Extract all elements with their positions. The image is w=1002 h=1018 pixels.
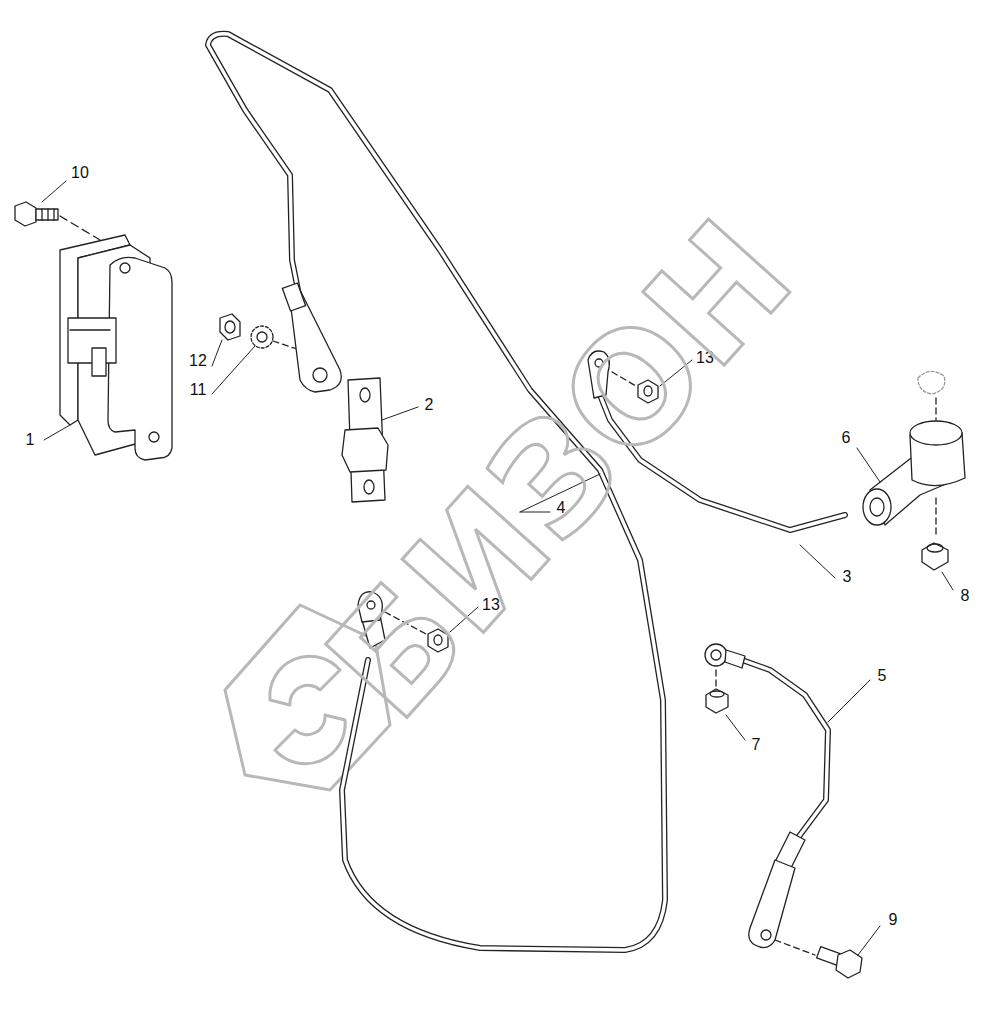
leader-lines [42, 181, 953, 955]
callout-number: 3 [841, 568, 854, 586]
bolt [15, 202, 100, 240]
callout-number: 7 [750, 736, 763, 754]
callout-number: 11 [188, 381, 209, 399]
ground-cable [705, 644, 862, 978]
callout-number: 10 [69, 164, 91, 182]
callout-number: 5 [876, 667, 889, 685]
callout-number: 2 [423, 396, 436, 414]
nut-washer [220, 314, 300, 350]
callout-number: 1 [24, 431, 37, 449]
callout-number: 6 [840, 429, 853, 447]
callout-number: 8 [959, 587, 972, 605]
callout-number: 9 [887, 911, 900, 929]
relay-box [60, 235, 172, 460]
terminal-boot [863, 371, 965, 570]
callout-number: 12 [187, 352, 209, 370]
fuse [342, 378, 388, 502]
